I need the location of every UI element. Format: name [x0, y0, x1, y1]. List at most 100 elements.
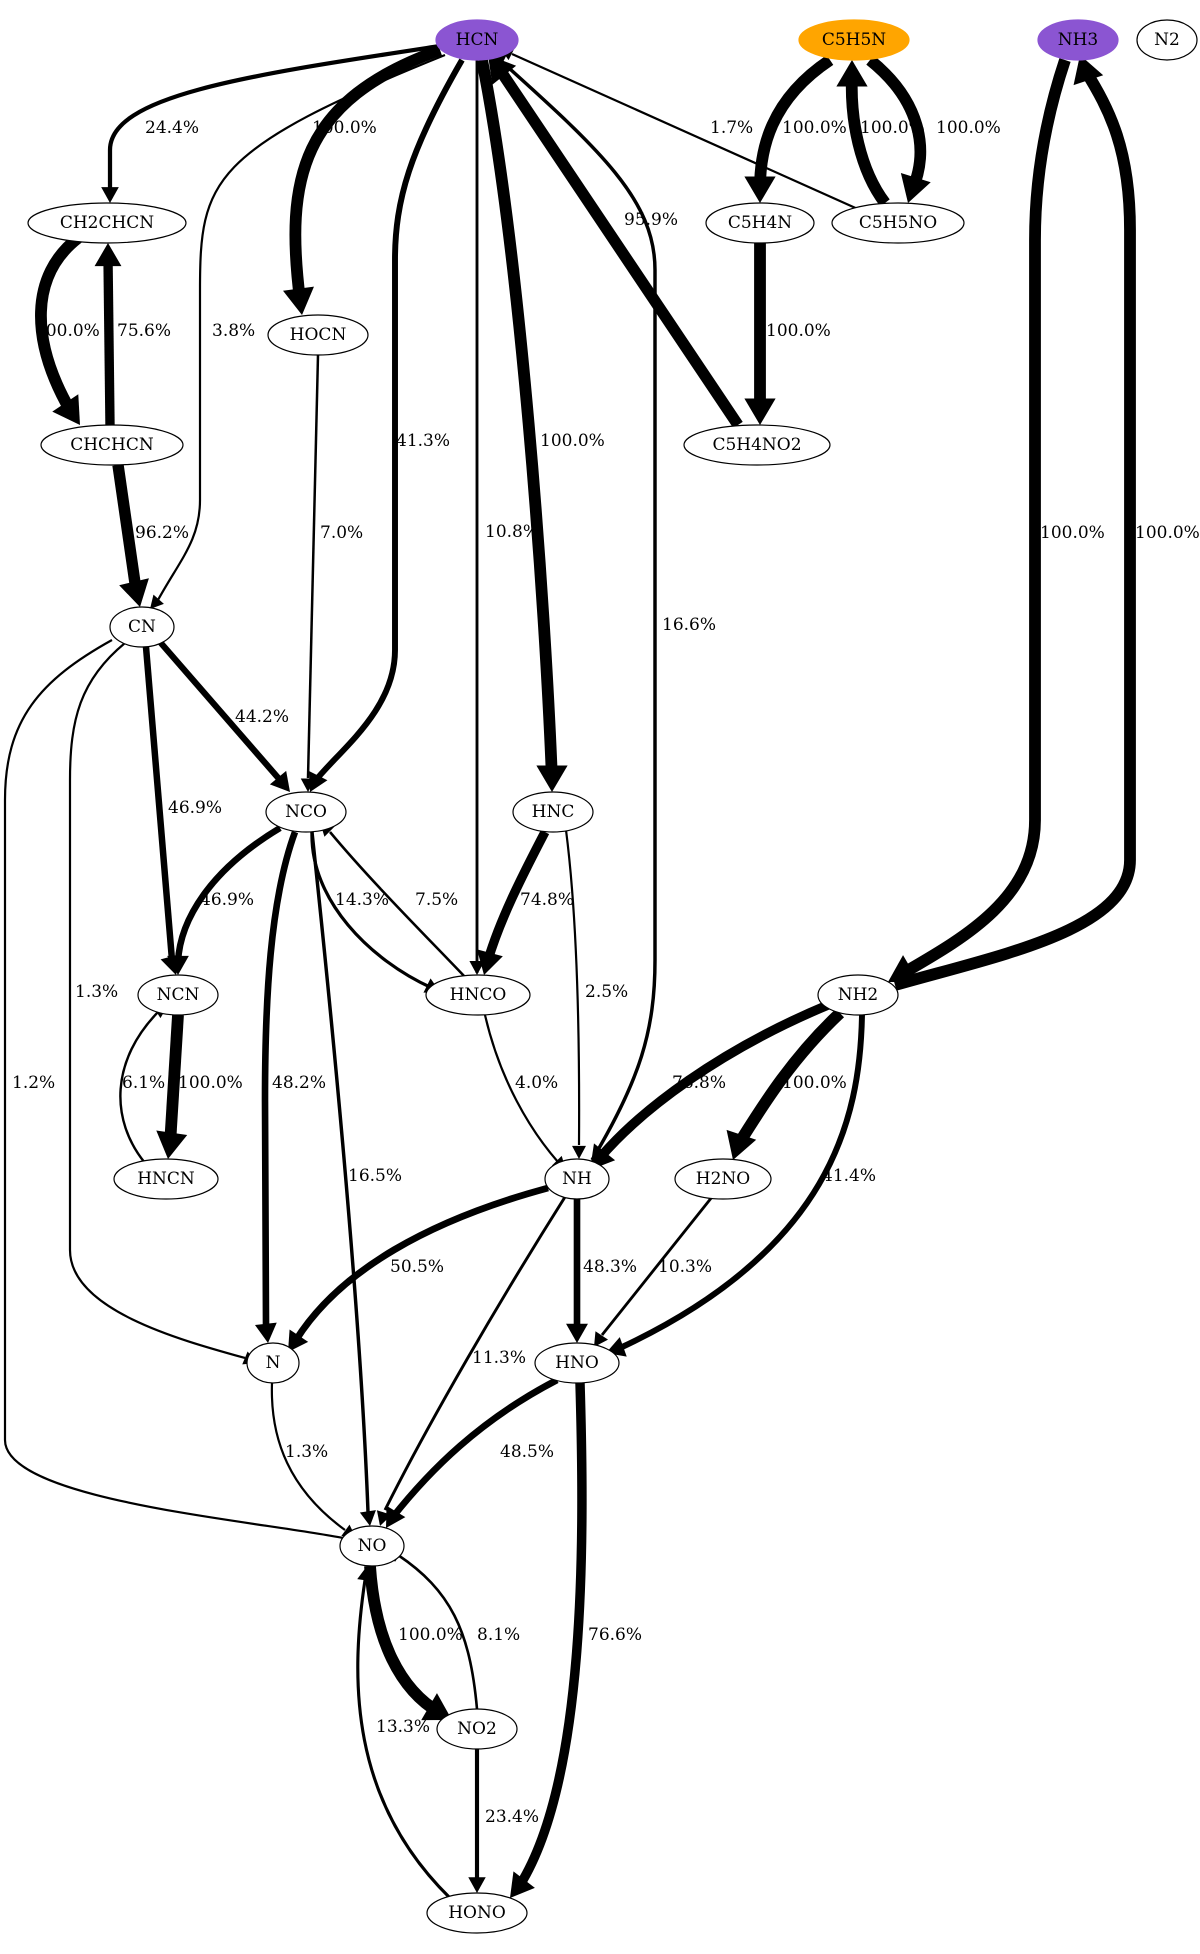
node-nh2[interactable]: NH2 — [817, 974, 899, 1016]
node-n2[interactable]: N2 — [1136, 19, 1198, 61]
arrowhead — [572, 1145, 586, 1159]
edge-hnc-to-nh — [564, 829, 586, 1159]
node-label: HCN — [456, 30, 499, 50]
edge-line — [476, 58, 558, 781]
node-hcn[interactable]: HCN — [435, 19, 519, 61]
arrowhead — [283, 286, 314, 315]
edge-label-n-to-no: 1.3% — [285, 1442, 328, 1462]
edge-label-nco-to-ncn: 46.9% — [200, 890, 254, 910]
edge-nco-to-hnco — [310, 831, 440, 993]
node-hnco[interactable]: HNCO — [425, 974, 531, 1016]
node-label: HNC — [532, 802, 575, 822]
node-label: HNCO — [450, 985, 507, 1005]
node-ellipse — [27, 202, 187, 244]
node-c5h5no[interactable]: C5H5NO — [831, 202, 965, 244]
node-ch2chcn[interactable]: CH2CHCN — [27, 202, 187, 244]
edge-label-hcn-to-ch2chcn: 24.4% — [145, 118, 199, 138]
edge-label-cn-to-ncn: 46.9% — [168, 798, 222, 818]
edge-no-to-no2 — [364, 1565, 452, 1721]
edge-label-nco-to-n: 48.2% — [272, 1073, 326, 1093]
edge-line — [3, 639, 344, 1540]
edge-hocn-to-nco — [300, 354, 320, 792]
edge-line — [270, 1382, 346, 1531]
node-label: N — [266, 1353, 281, 1373]
node-nh[interactable]: NH — [544, 1158, 610, 1200]
edge-ch2chcn-to-chchcn — [35, 233, 82, 425]
node-label: CN — [128, 617, 156, 637]
node-hncn[interactable]: HNCN — [113, 1158, 219, 1200]
node-label: NH3 — [1058, 30, 1099, 50]
node-c5h4n[interactable]: C5H4N — [705, 202, 815, 244]
node-hono[interactable]: HONO — [426, 1892, 528, 1934]
edge-chchcn-to-ch2chcn — [94, 243, 122, 426]
edge-label-chchcn-to-cn: 96.2% — [135, 523, 189, 543]
node-nco[interactable]: NCO — [265, 791, 347, 833]
node-no2[interactable]: NO2 — [436, 1708, 518, 1750]
edge-label-nh-to-no: 11.3% — [472, 1348, 526, 1368]
edge-label-hnco-to-nh: 4.0% — [515, 1073, 558, 1093]
node-ellipse — [109, 606, 175, 648]
node-c5h4no2[interactable]: C5H4NO2 — [683, 424, 831, 466]
edge-label-cn-to-no: 1.2% — [12, 1073, 55, 1093]
arrowhead — [900, 173, 931, 203]
node-ellipse — [683, 424, 831, 466]
node-h2no[interactable]: H2NO — [674, 1158, 772, 1200]
arrowhead — [1073, 55, 1104, 86]
edge-c5h5no-to-c5h5n — [836, 60, 890, 207]
edge-label-nh3-to-nh2: 100.0% — [1040, 523, 1105, 543]
arrowhead — [150, 594, 164, 609]
edge-hnc-to-hnco — [477, 829, 550, 975]
node-no[interactable]: NO — [339, 1525, 405, 1567]
node-label: NH2 — [838, 985, 879, 1005]
node-hocn[interactable]: HOCN — [267, 314, 369, 356]
edge-hcn-to-ch2chcn — [101, 43, 441, 203]
node-ncn[interactable]: NCN — [137, 974, 219, 1016]
arrowhead — [308, 771, 328, 792]
edge-label-chchcn-to-ch2chcn: 75.6% — [117, 321, 171, 341]
edge-label-c5h5no-to-c5h5n: 100.0% — [860, 118, 925, 138]
node-label: NH — [562, 1169, 592, 1189]
edge-line — [107, 43, 441, 196]
arrowhead — [167, 955, 189, 975]
node-ellipse — [817, 974, 899, 1016]
edge-line — [600, 1196, 714, 1336]
node-ellipse — [798, 19, 910, 61]
arrowhead — [386, 1505, 406, 1528]
node-n[interactable]: N — [246, 1342, 300, 1384]
edge-hcn-to-hnc — [476, 58, 568, 792]
edge-hono-to-no — [356, 1566, 452, 1900]
edge-line — [356, 1579, 452, 1900]
edge-label-nh-to-hno: 48.3% — [583, 1257, 637, 1277]
node-ellipse — [246, 1342, 300, 1384]
edge-line — [310, 831, 433, 990]
edge-line — [329, 831, 466, 978]
node-hno[interactable]: HNO — [534, 1342, 620, 1384]
arrowhead — [536, 765, 568, 792]
node-ellipse — [426, 1892, 528, 1934]
node-ellipse — [512, 791, 594, 833]
node-nh3[interactable]: NH3 — [1037, 19, 1119, 61]
edge-label-c5h5no-to-hcn: 1.7% — [710, 118, 753, 138]
node-ellipse — [1037, 19, 1119, 61]
edge-label-hcn-to-nco: 41.3% — [396, 431, 450, 451]
arrowhead — [744, 398, 776, 425]
node-label: NCN — [157, 985, 200, 1005]
node-label: C5H4NO2 — [712, 435, 801, 455]
node-chchcn[interactable]: CHCHCN — [40, 424, 184, 466]
node-ellipse — [339, 1525, 405, 1567]
node-hnc[interactable]: HNC — [512, 791, 594, 833]
node-c5h5n[interactable]: C5H5N — [798, 19, 910, 61]
node-ellipse — [534, 1342, 620, 1384]
edge-line — [483, 829, 550, 962]
arrowhead — [488, 55, 517, 85]
edge-line — [142, 646, 176, 961]
edge-line — [498, 58, 657, 1161]
node-cn[interactable]: CN — [109, 606, 175, 648]
node-label: HOCN — [290, 325, 347, 345]
edge-label-nco-to-no: 16.5% — [348, 1166, 402, 1186]
node-label: NO2 — [457, 1719, 497, 1739]
arrowhead — [101, 187, 119, 203]
node-ellipse — [674, 1158, 772, 1200]
edge-line — [389, 1377, 559, 1521]
